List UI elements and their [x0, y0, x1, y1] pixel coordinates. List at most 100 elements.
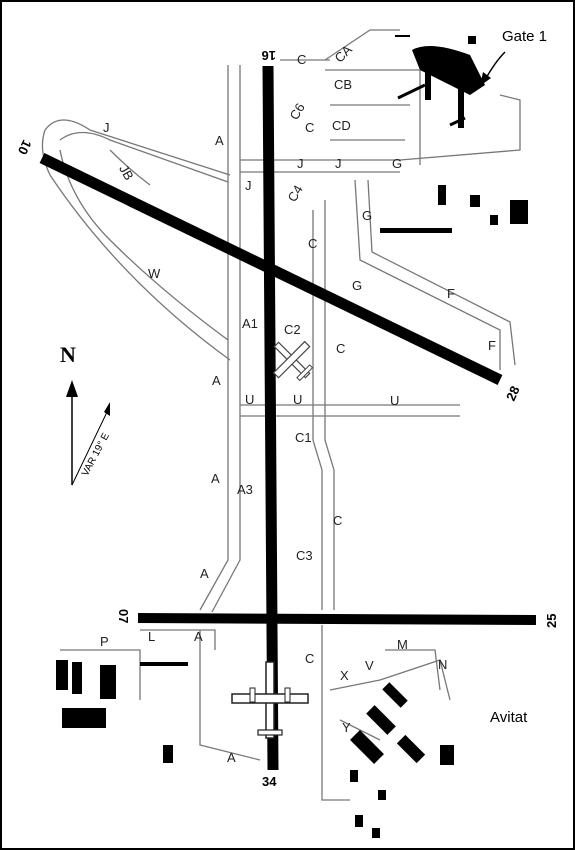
runway-label-34: 34	[262, 774, 277, 789]
taxiway-x-v-edge	[329, 659, 451, 701]
avitat-label: Avitat	[490, 709, 528, 726]
building-e4	[380, 228, 452, 233]
taxiway-label-g-north: G	[392, 156, 402, 171]
runway-10-28	[39, 153, 503, 385]
north-arrow-head	[66, 380, 78, 397]
variation-label: VAR 19° E	[80, 431, 112, 478]
runway-label-28: 28	[503, 384, 523, 403]
taxiway-label-c6: C6	[287, 101, 308, 123]
building-e5	[490, 215, 498, 225]
taxiway-label-u-east: U	[390, 393, 399, 408]
taxiway-label-j-south: J	[245, 178, 252, 193]
taxiway-label-cd: CD	[332, 118, 351, 133]
runway-07-25	[137, 613, 537, 625]
taxiway-label-c-4: C	[336, 341, 345, 356]
north-label: N	[60, 342, 76, 367]
magnetic-arrow-line	[71, 409, 109, 486]
gate-1-label: Gate 1	[502, 28, 547, 45]
taxiway-label-f-north: F	[447, 286, 455, 301]
building-w4	[62, 708, 106, 728]
building-w3	[100, 665, 116, 699]
taxiway-label-m: M	[397, 637, 408, 652]
taxiway-c-east-edge	[324, 200, 335, 610]
taxiway-jb	[109, 149, 151, 186]
taxiway-label-a-west: A	[194, 629, 203, 644]
taxiway-a-south-edge	[199, 630, 261, 761]
jetway-2	[449, 116, 466, 127]
west-buildings	[56, 660, 188, 763]
terminal-pier-1	[425, 70, 431, 100]
east-buildings	[380, 185, 528, 233]
building-se5	[440, 745, 454, 765]
taxiway-m-n-edge	[385, 649, 441, 691]
gate-1-arrow-head	[480, 72, 491, 86]
runways	[39, 65, 537, 771]
terminal-fence	[395, 35, 410, 37]
taxiway-network	[41, 29, 521, 801]
avitat-buildings	[350, 682, 454, 838]
runway-label-16: 16	[262, 48, 276, 63]
taxiway-label-c-north: C	[297, 52, 306, 67]
taxiway-label-c2: C2	[284, 322, 301, 337]
taxiway-label-c1: C1	[295, 430, 312, 445]
terminal-pier-2	[458, 88, 464, 128]
aircraft-icon-mid	[272, 340, 314, 382]
building-se9	[372, 828, 380, 838]
building-se7	[378, 790, 386, 800]
taxiway-f-edge	[367, 179, 516, 366]
north-arrow	[66, 380, 110, 486]
taxiway-label-l: L	[148, 629, 155, 644]
terminal-apron-edge	[399, 94, 521, 161]
taxiway-label-c4: C4	[285, 183, 306, 205]
taxiway-label-a-sw: A	[227, 750, 236, 765]
taxiway-label-j-west: J	[103, 120, 110, 135]
taxiway-label-u-mid: U	[293, 392, 302, 407]
taxiway-w-inner	[59, 149, 229, 341]
taxiway-label-j-mid: J	[297, 156, 304, 171]
taxiway-label-jb: JB	[116, 162, 137, 183]
building-se8	[355, 815, 363, 827]
taxiway-label-x: X	[340, 668, 349, 683]
terminal-building	[395, 35, 485, 128]
building-e2	[470, 195, 480, 207]
runway-16-34	[262, 65, 279, 771]
taxiway-label-ca: CA	[332, 42, 356, 66]
building-se6	[350, 770, 358, 782]
taxiway-label-c3: C3	[296, 548, 313, 563]
building-se1	[382, 682, 408, 708]
jetway-1	[397, 83, 426, 100]
taxiway-label-j-east: J	[335, 156, 342, 171]
taxiway-g-edge	[354, 179, 501, 370]
taxiway-y-edge	[339, 719, 381, 741]
taxiway-label-w: W	[148, 266, 161, 281]
taxiway-l-edge	[140, 629, 216, 650]
taxiway-label-p: P	[100, 634, 109, 649]
building-se2	[366, 705, 396, 735]
taxiway-c-south-edge	[321, 625, 350, 801]
taxiway-p-edge	[60, 649, 141, 700]
taxiway-label-g-mid: G	[362, 208, 372, 223]
building-se3	[350, 730, 384, 764]
aircraft-icon-south	[231, 661, 309, 739]
taxiway-label-y: Y	[342, 720, 351, 735]
building-w2	[72, 662, 82, 694]
magnetic-arrow-head	[104, 402, 110, 416]
runway-label-25: 25	[544, 614, 559, 628]
taxiway-label-cb: CB	[334, 77, 352, 92]
taxiway-c-west-edge	[312, 210, 323, 610]
taxiway-label-c-5: C	[333, 513, 342, 528]
runway-label-07: 07	[116, 609, 131, 623]
taxiway-label-a-north: A	[215, 133, 224, 148]
taxiway-label-c-3: C	[308, 236, 317, 251]
taxiway-label-u-west: U	[245, 392, 254, 407]
taxiway-label-c-2: C	[305, 120, 314, 135]
terminal-concourse	[412, 46, 485, 95]
building-e3	[510, 200, 528, 224]
taxiway-ca-edge	[324, 29, 400, 61]
taxiway-label-a3: A3	[237, 482, 253, 497]
taxiway-label-v: V	[365, 658, 374, 673]
taxiway-label-a1: A1	[242, 316, 258, 331]
taxiway-label-g-south: G	[352, 278, 362, 293]
